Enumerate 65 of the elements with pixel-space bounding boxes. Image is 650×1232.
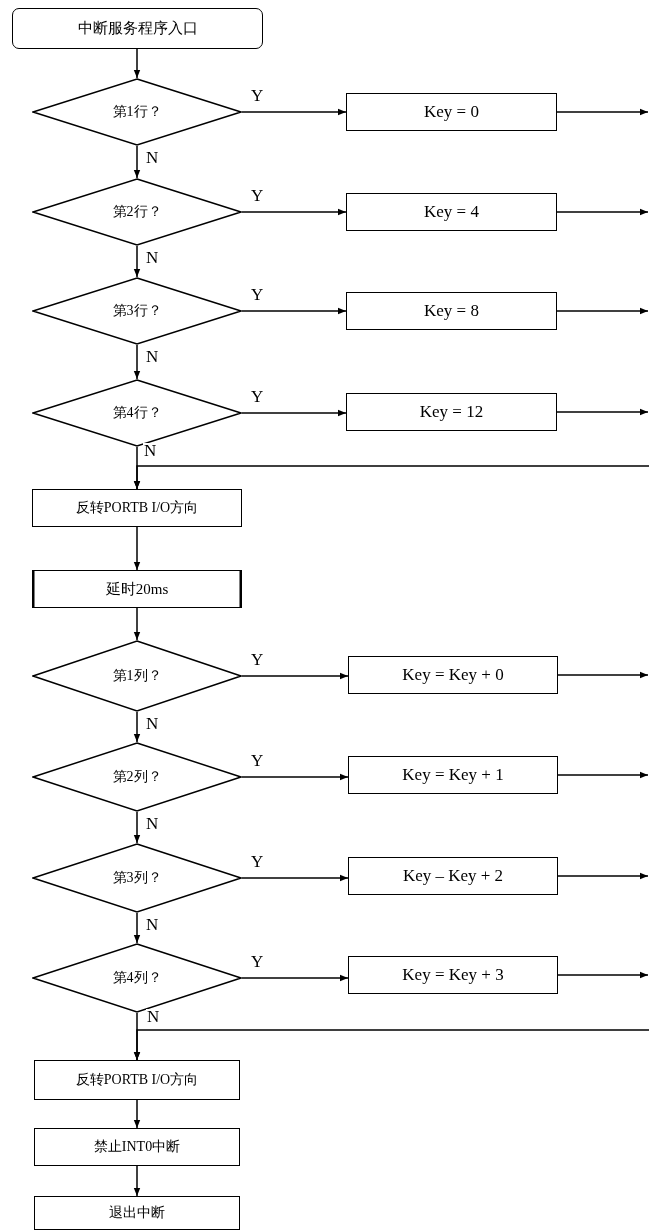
process-box: Key = Key + 3: [348, 956, 558, 994]
arrow: [241, 773, 349, 781]
arrow: [133, 1029, 650, 1061]
edge-label: Y: [250, 188, 265, 204]
edge-label: Y: [250, 88, 265, 104]
edge-label: Y: [250, 287, 265, 303]
arrow: [241, 672, 349, 680]
arrow: [133, 48, 141, 79]
arrow: [133, 344, 141, 380]
edge-label: N: [145, 349, 160, 365]
process-box: Key – Key + 2: [348, 857, 558, 895]
arrow: [133, 1165, 141, 1197]
arrow: [133, 711, 141, 743]
edge-label: Y: [250, 753, 265, 769]
arrow: [557, 872, 649, 880]
edge-label: N: [145, 816, 160, 832]
subroutine-box: 延时20ms: [32, 570, 242, 608]
edge-label: Y: [250, 389, 265, 405]
arrow: [556, 307, 649, 315]
process-box: Key = 4: [346, 193, 557, 231]
process-box: 反转PORTB I/O方向: [32, 489, 242, 527]
process-box: 禁止INT0中断: [34, 1128, 240, 1166]
edge-label: N: [145, 250, 160, 266]
arrow: [556, 408, 649, 416]
arrow: [241, 974, 349, 982]
arrow: [557, 771, 649, 779]
arrow: [557, 671, 649, 679]
process-box: Key = 12: [346, 393, 557, 431]
arrow: [133, 607, 141, 641]
decision-diamond: 第3列？: [32, 843, 242, 913]
arrow: [133, 526, 141, 571]
decision-diamond: 第1列？: [32, 640, 242, 712]
decision-diamond: 第1行？: [32, 78, 242, 146]
arrow: [556, 208, 649, 216]
process-box: Key = 8: [346, 292, 557, 330]
decision-diamond: 第2行？: [32, 178, 242, 246]
edge-label: N: [145, 716, 160, 732]
edge-label: N: [145, 917, 160, 933]
process-box: 反转PORTB I/O方向: [34, 1060, 240, 1100]
arrow: [556, 108, 649, 116]
decision-diamond: 第3行？: [32, 277, 242, 345]
edge-label: Y: [250, 854, 265, 870]
arrow: [241, 208, 347, 216]
edge-label: Y: [250, 954, 265, 970]
arrow: [133, 465, 650, 490]
arrow: [133, 1099, 141, 1129]
arrow: [133, 811, 141, 844]
arrow: [133, 245, 141, 278]
process-box: Key = Key + 0: [348, 656, 558, 694]
arrow: [241, 874, 349, 882]
start-box: 中断服务程序入口: [12, 8, 263, 49]
edge-label: N: [145, 150, 160, 166]
arrow: [557, 971, 649, 979]
edge-label: N: [143, 443, 158, 459]
arrow: [133, 912, 141, 944]
arrow: [241, 108, 347, 116]
arrow: [241, 409, 347, 417]
edge-label: Y: [250, 652, 265, 668]
arrow: [133, 145, 141, 179]
arrow: [241, 307, 347, 315]
edge-label: N: [146, 1009, 161, 1025]
process-box: Key = Key + 1: [348, 756, 558, 794]
process-box: 退出中断: [34, 1196, 240, 1230]
decision-diamond: 第2列？: [32, 742, 242, 812]
process-box: Key = 0: [346, 93, 557, 131]
